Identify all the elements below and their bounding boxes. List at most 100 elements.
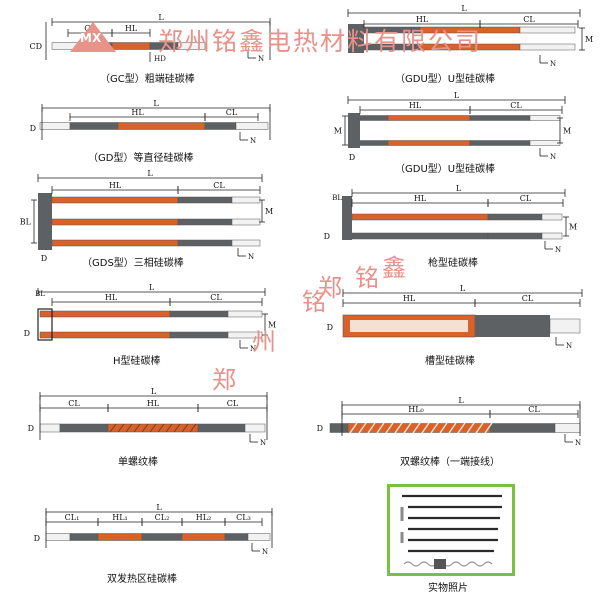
gun-bridge xyxy=(342,196,352,240)
cold-zone-segment xyxy=(197,423,246,433)
dimension-label: D xyxy=(41,254,47,263)
dimension-label: L xyxy=(158,13,164,22)
cold-zone-segment xyxy=(329,423,349,433)
terminal-segment xyxy=(519,43,576,51)
hot-zone-segment xyxy=(351,213,489,221)
dimension-label: N xyxy=(248,253,254,261)
terminal-segment xyxy=(227,310,263,318)
caption-gds-type: （GDS型）三相硅碳棒 xyxy=(82,258,184,269)
spiral-groove xyxy=(181,423,189,433)
dimension-label: CL₁ xyxy=(65,513,80,522)
terminal-segment xyxy=(554,423,581,433)
cold-zone-segment xyxy=(489,423,556,433)
dimension-label: CL xyxy=(226,108,238,117)
caption-gun-type: 枪型硅碳棒 xyxy=(428,258,478,269)
spiral-groove xyxy=(173,423,181,433)
cold-zone-segment xyxy=(359,140,389,146)
dimension-label: CL xyxy=(523,15,535,24)
spiral-groove xyxy=(421,422,430,434)
caption-gc-type: （GC型）粗端硅碳棒 xyxy=(100,74,195,85)
terminal-segment xyxy=(541,213,563,221)
dimension-label: HL₀ xyxy=(408,405,424,414)
cold-zone-segment xyxy=(224,533,249,541)
spiral-groove xyxy=(349,422,358,434)
spiral-groove xyxy=(125,423,133,433)
dimension-label: L xyxy=(151,387,157,396)
terminal-segment xyxy=(231,239,261,247)
terminal-segment xyxy=(549,318,581,334)
dimension-label: HL xyxy=(403,294,416,303)
terminal-segment xyxy=(235,122,269,130)
spiral-groove xyxy=(109,423,117,433)
cold-zone-segment xyxy=(177,218,233,226)
spiral-groove xyxy=(439,422,448,434)
caption-single-spiral: 单螺纹棒 xyxy=(118,457,158,468)
spiral-groove xyxy=(141,423,149,433)
dimension-label: L xyxy=(458,396,464,405)
dimension-label: CL xyxy=(213,181,225,190)
cold-zone-segment xyxy=(69,122,119,130)
spiral-groove xyxy=(376,422,385,434)
dimension-label: HL₂ xyxy=(196,513,212,522)
u-bridge xyxy=(348,113,360,148)
terminal-segment xyxy=(529,115,561,121)
cold-zone-segment xyxy=(487,232,543,240)
cold-zone-segment xyxy=(149,42,179,50)
spiral-groove xyxy=(117,423,125,433)
dimension-label: D xyxy=(324,232,330,241)
dimension-label: HL xyxy=(125,24,138,33)
dimension-label: BL xyxy=(35,290,45,298)
dimension-label: M xyxy=(334,127,342,136)
cold-zone-segment xyxy=(475,315,550,337)
dimension-label: CL xyxy=(210,293,222,302)
logo-text: MX xyxy=(80,31,102,45)
terminal-segment xyxy=(45,533,71,541)
dimension-label: N xyxy=(555,246,561,254)
dimension-label: HL xyxy=(416,15,429,24)
dimension-label: M xyxy=(569,223,577,232)
caption-dual-hot-zone: 双发热区硅碳棒 xyxy=(107,574,177,585)
hot-zone-segment xyxy=(97,533,143,541)
dimension-label: N xyxy=(250,345,256,353)
cold-zone-segment xyxy=(177,196,233,204)
spiral-groove xyxy=(358,422,367,434)
dimension-label: L xyxy=(454,91,460,100)
dimension-label: CL₃ xyxy=(236,513,251,522)
dimension-label: CL₂ xyxy=(155,513,170,522)
terminal-segment xyxy=(529,140,561,146)
spiral-groove xyxy=(457,422,466,434)
cold-zone-segment xyxy=(204,122,237,130)
spiral-groove xyxy=(133,423,141,433)
hot-zone-segment xyxy=(51,196,179,204)
dimension-label: N xyxy=(250,137,256,145)
dimension-label: N xyxy=(550,153,556,161)
spiral-groove xyxy=(157,423,165,433)
terminal-segment xyxy=(39,423,61,433)
hot-zone-segment xyxy=(117,122,206,130)
hot-zone-segment xyxy=(387,115,471,121)
dimension-label: CD xyxy=(29,42,42,51)
dimension-label: M xyxy=(563,127,571,136)
dimension-label: N xyxy=(260,439,266,447)
dimension-label: HD xyxy=(154,55,166,63)
dimension-label: L xyxy=(456,184,462,193)
dimension-label: N xyxy=(258,55,264,63)
hot-zone-segment xyxy=(181,533,226,541)
dimension-label: CL xyxy=(522,294,534,303)
dimension-label: M xyxy=(268,321,276,330)
dimension-label: HL xyxy=(131,108,144,117)
dimension-label: CL xyxy=(227,399,239,408)
dimension-label: D xyxy=(34,534,40,543)
caption-gdu-type-2: （GDU型）U型硅碳棒 xyxy=(395,164,496,175)
cold-zone-segment xyxy=(69,533,99,541)
dimension-label: L xyxy=(461,4,467,13)
spiral-groove xyxy=(484,422,493,434)
terminal-segment xyxy=(177,42,206,50)
dimension-label: N xyxy=(262,548,268,556)
product-photo: 实物照片 xyxy=(387,484,515,594)
hot-zone-segment xyxy=(39,310,171,318)
dimension-label: N xyxy=(575,439,581,447)
cold-zone-segment xyxy=(469,115,531,121)
spiral-groove xyxy=(149,423,157,433)
